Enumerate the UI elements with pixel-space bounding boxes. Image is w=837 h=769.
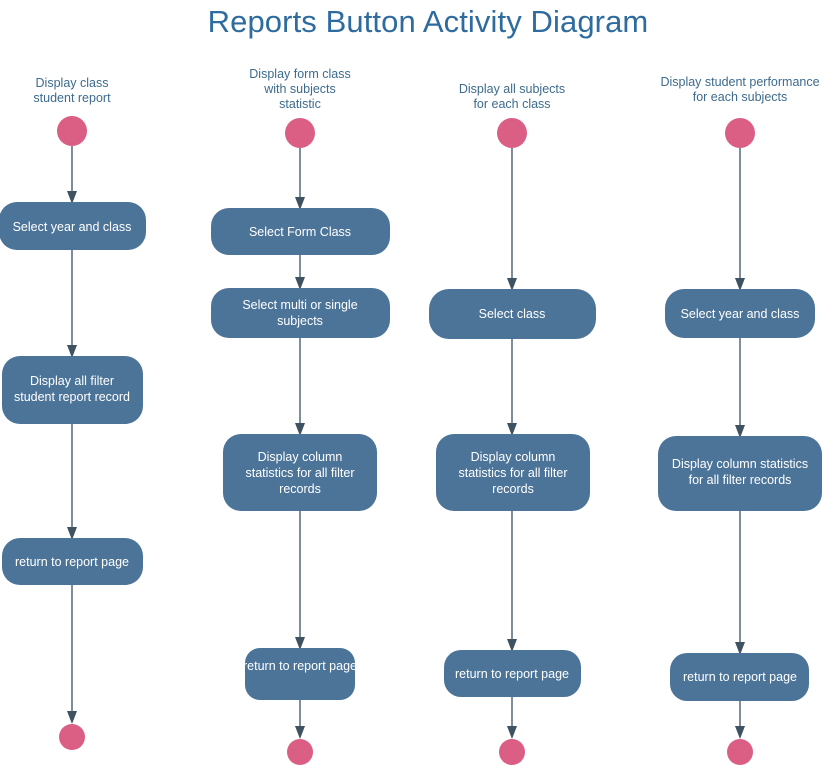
lane-3-label-line-2: for each class bbox=[473, 97, 550, 111]
lane2-action4-label-line-1: return to report page bbox=[243, 659, 357, 673]
lane3-action2-label-line-2: statistics for all filter bbox=[458, 466, 567, 480]
lane-1-arrowhead-3 bbox=[67, 527, 77, 540]
lane3-action2-box[interactable] bbox=[436, 434, 590, 511]
lane-4-arrowhead-1 bbox=[735, 278, 745, 291]
lane-2-arrowhead-1 bbox=[295, 197, 305, 210]
lane2-action2-label-line-2: subjects bbox=[277, 314, 323, 328]
lane2-action4-box[interactable] bbox=[245, 648, 355, 700]
lane4-action2-box[interactable] bbox=[658, 436, 822, 511]
lane1-action3-label-line-1: return to report page bbox=[15, 555, 129, 569]
lane3-action2-label-line-3: records bbox=[492, 482, 534, 496]
lane3-action1-label-line-1: Select class bbox=[479, 307, 546, 321]
lane2-action2-box[interactable] bbox=[211, 288, 390, 338]
lane-3-arrowhead-4 bbox=[507, 726, 517, 739]
lane2-action3-label-line-2: statistics for all filter bbox=[245, 466, 354, 480]
lane-1-label-line-1: Display class bbox=[36, 76, 109, 90]
lane-3-arrowhead-2 bbox=[507, 423, 517, 436]
lane1-action2-label-line-2: student report record bbox=[14, 390, 130, 404]
lane4-action2-label-line-2: for all filter records bbox=[689, 473, 792, 487]
lane1-action2-box[interactable] bbox=[2, 356, 143, 424]
lane-4-label-line-1: Display student performance bbox=[660, 75, 819, 89]
lane-2-arrowhead-2 bbox=[295, 277, 305, 290]
lane4-action3-box[interactable] bbox=[670, 653, 809, 701]
lane-2-group: Display form class with subjects statist… bbox=[211, 67, 390, 765]
lane-1-arrowhead-2 bbox=[67, 345, 77, 358]
lane2-action2-label-line-1: Select multi or single bbox=[242, 298, 357, 312]
lane-2-label-line-3: statistic bbox=[279, 97, 321, 111]
lane2-action3-box[interactable] bbox=[223, 434, 377, 511]
lane-3-label-line-1: Display all subjects bbox=[459, 82, 565, 96]
lane-1-end-node[interactable] bbox=[59, 724, 85, 750]
lane4-action3-label-line-1: return to report page bbox=[683, 670, 797, 684]
lane-4-arrowhead-3 bbox=[735, 642, 745, 655]
lane2-action3-label-line-1: Display column bbox=[258, 450, 343, 464]
lane2-action1-box[interactable] bbox=[211, 208, 390, 255]
lane-2-arrowhead-3 bbox=[295, 423, 305, 436]
lane-2-label-line-1: Display form class bbox=[249, 67, 350, 81]
lane-3-group: Display all subjects for each class Sele… bbox=[429, 82, 596, 765]
lane2-action3-label-line-3: records bbox=[279, 482, 321, 496]
lane4-action1-box[interactable] bbox=[665, 289, 815, 338]
lane1-action3-box[interactable] bbox=[2, 538, 143, 585]
lane4-action1-label-line-1: Select year and class bbox=[681, 307, 800, 321]
lane-3-arrowhead-1 bbox=[507, 278, 517, 291]
lane-2-arrowhead-5 bbox=[295, 726, 305, 739]
lane1-action1-label-line-1: Select year and class bbox=[13, 220, 132, 234]
lane-2-arrowhead-4 bbox=[295, 637, 305, 650]
lane-1-group: Display class student report Select year… bbox=[0, 76, 146, 750]
lane1-action1-box[interactable] bbox=[0, 202, 146, 250]
lane3-action2-label-line-1: Display column bbox=[471, 450, 556, 464]
lane-3-arrowhead-3 bbox=[507, 639, 517, 652]
lane1-action2-label-line-1: Display all filter bbox=[30, 374, 114, 388]
lane-2-end-node[interactable] bbox=[287, 739, 313, 765]
lane3-action3-label-line-1: return to report page bbox=[455, 667, 569, 681]
lane-1-label-line-2: student report bbox=[33, 91, 111, 105]
lane2-action1-label-line-1: Select Form Class bbox=[249, 225, 351, 239]
lane-2-start-node[interactable] bbox=[285, 118, 315, 148]
lane-4-arrowhead-2 bbox=[735, 425, 745, 438]
lane-2-label-line-2: with subjects bbox=[263, 82, 336, 96]
lane-4-arrowhead-4 bbox=[735, 726, 745, 739]
lane-4-group: Display student performance for each sub… bbox=[658, 75, 822, 765]
lane3-action1-box[interactable] bbox=[429, 289, 596, 339]
lane-1-arrowhead-4 bbox=[67, 711, 77, 724]
lane-4-start-node[interactable] bbox=[725, 118, 755, 148]
lane-3-start-node[interactable] bbox=[497, 118, 527, 148]
lane4-action2-label-line-1: Display column statistics bbox=[672, 457, 808, 471]
lane-4-end-node[interactable] bbox=[727, 739, 753, 765]
lane-1-start-node[interactable] bbox=[57, 116, 87, 146]
lane-4-label-line-2: for each subjects bbox=[693, 90, 788, 104]
lane-1-arrowhead-1 bbox=[67, 191, 77, 204]
lane-3-end-node[interactable] bbox=[499, 739, 525, 765]
lane3-action3-box[interactable] bbox=[444, 650, 581, 697]
page-title: Reports Button Activity Diagram bbox=[208, 4, 649, 39]
